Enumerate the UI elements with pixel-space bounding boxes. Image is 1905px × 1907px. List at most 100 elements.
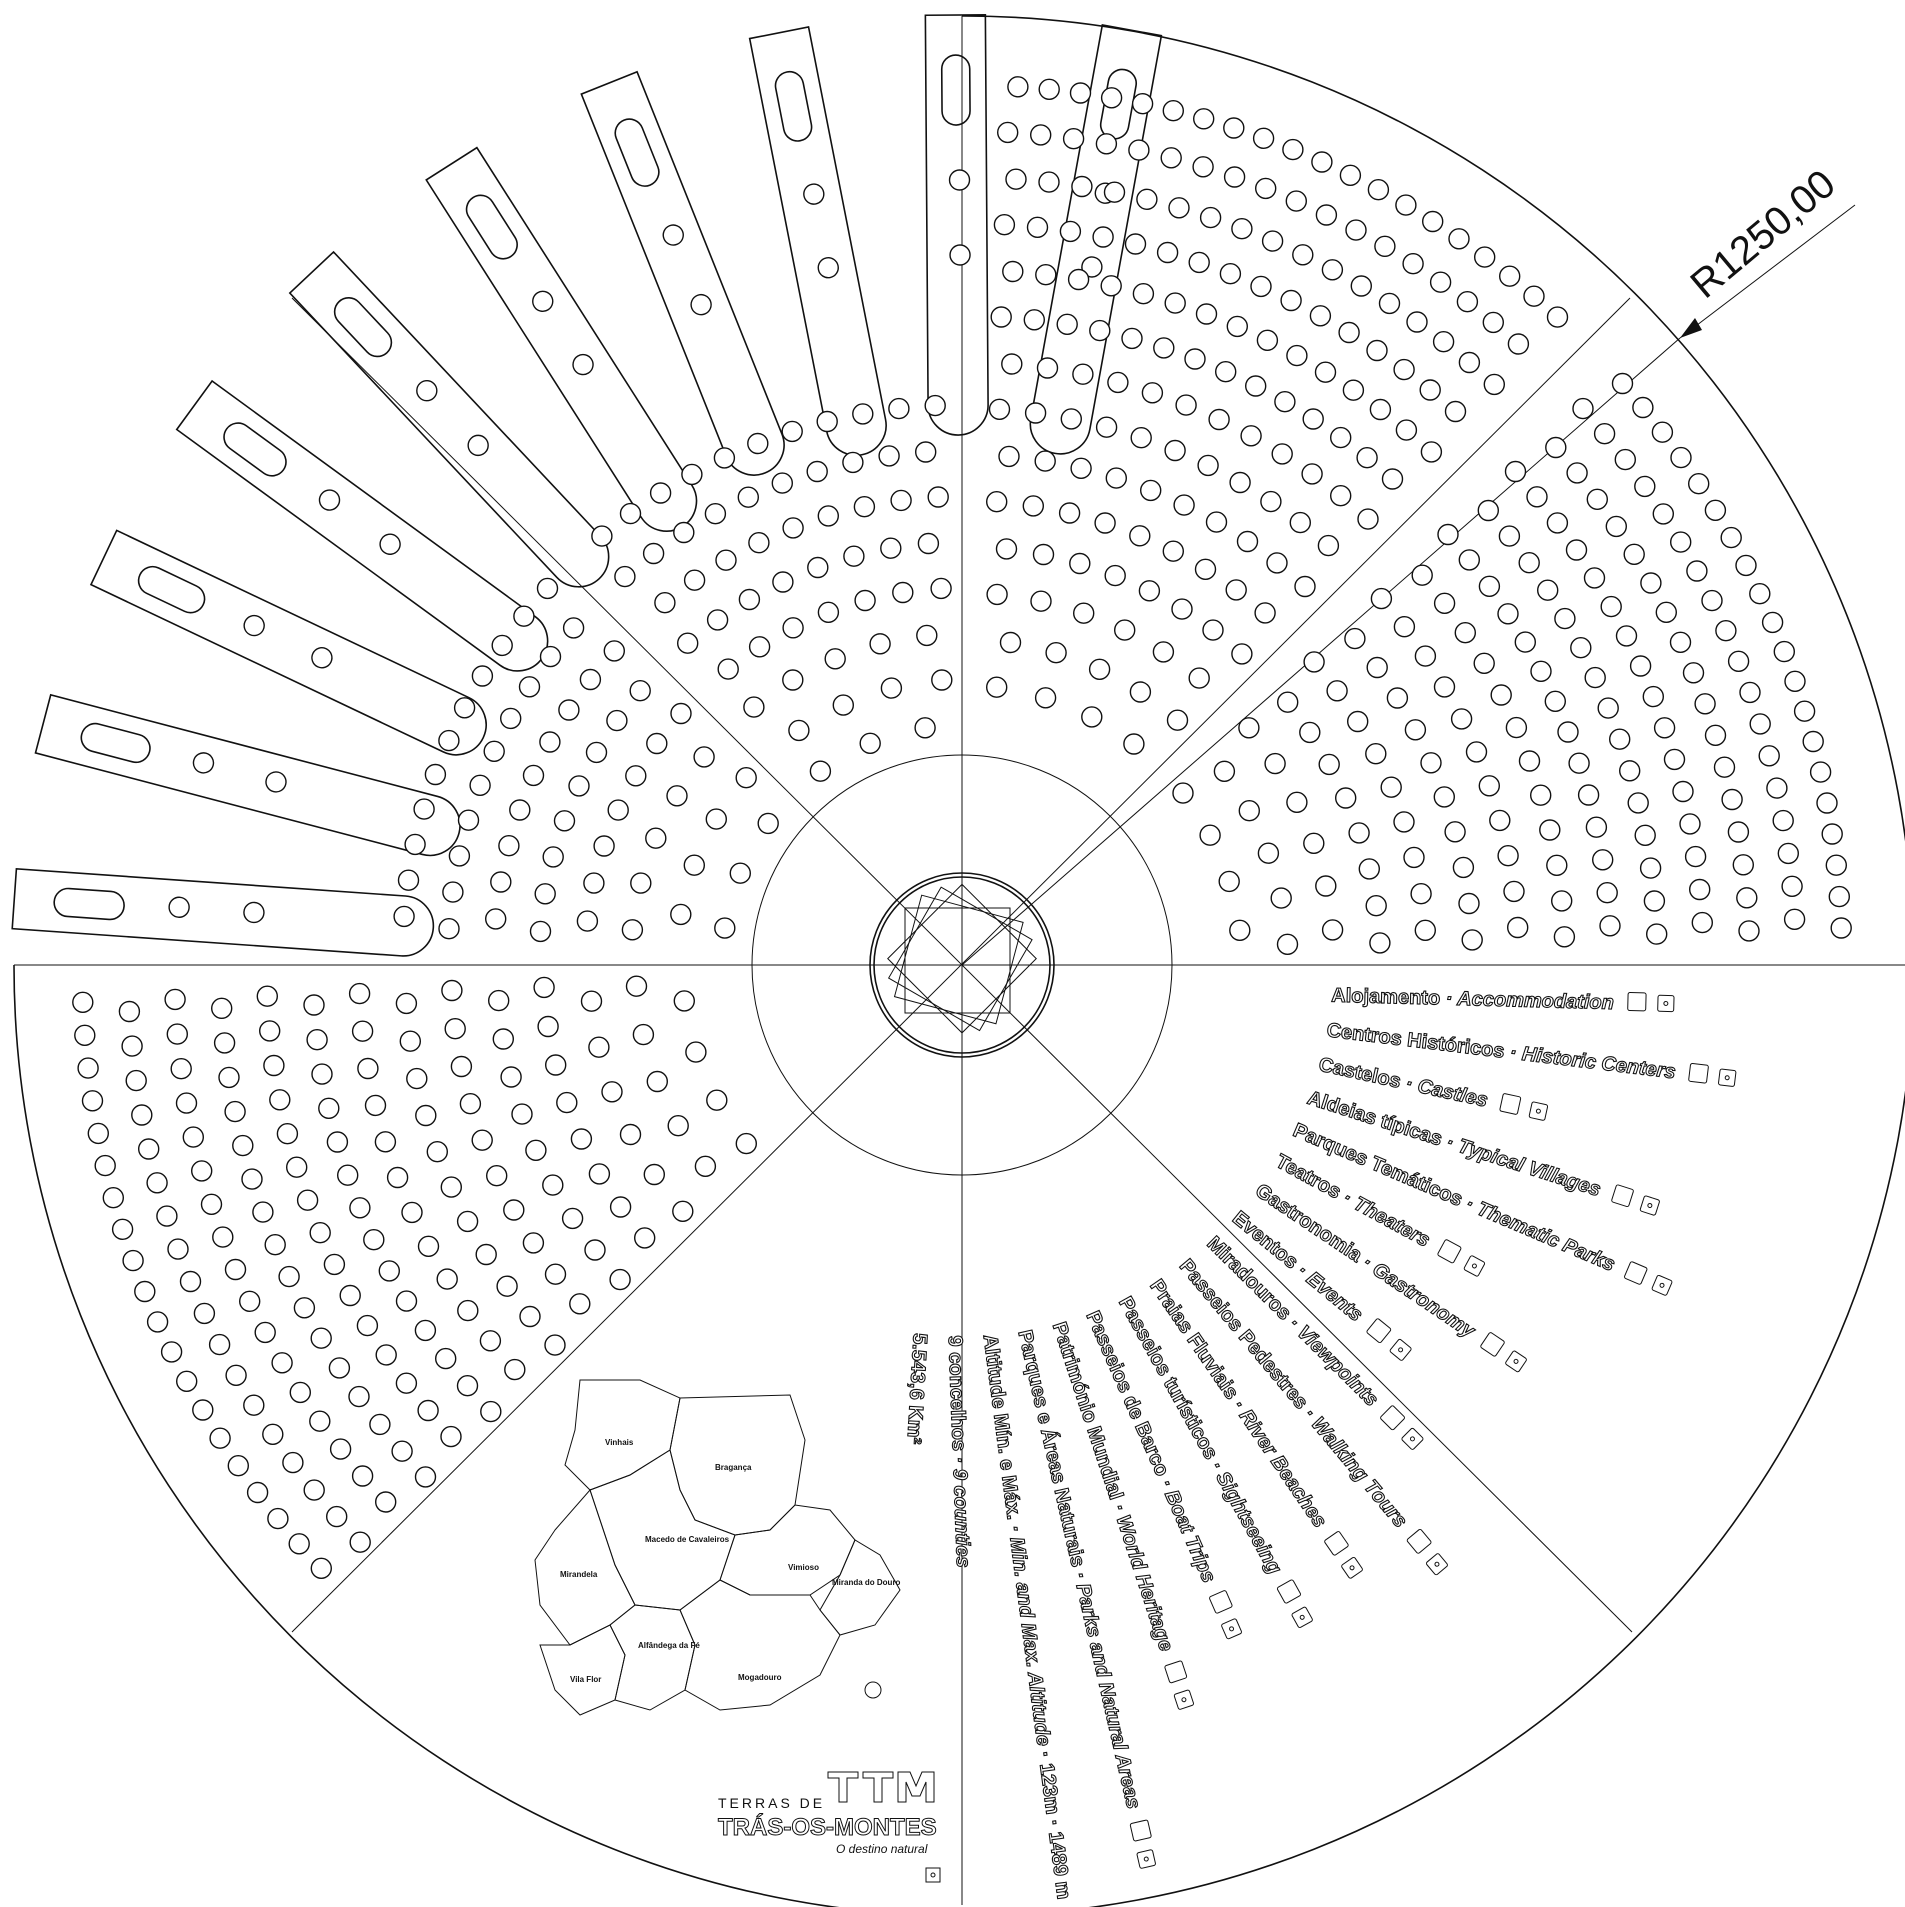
mounting-hole (269, 1089, 291, 1111)
mounting-hole (1092, 226, 1114, 248)
mounting-hole (175, 1092, 198, 1114)
mounting-hole (747, 432, 769, 455)
mounting-hole (492, 1028, 514, 1050)
mounting-hole (693, 746, 715, 768)
logo-mark-icon (827, 1771, 935, 1803)
mounting-hole (1132, 283, 1155, 305)
mounting-hole (1367, 178, 1390, 201)
mounting-hole (1260, 490, 1282, 513)
mounting-hole (210, 997, 233, 1019)
mounting-hole (1123, 733, 1145, 755)
mounting-hole (399, 1030, 421, 1052)
mounting-hole (748, 636, 771, 658)
mounting-hole (1761, 611, 1784, 634)
mounting-hole (1334, 787, 1357, 809)
mounting-hole (122, 1249, 144, 1272)
mounting-hole (1458, 549, 1481, 571)
mounting-hole (1231, 217, 1253, 240)
mounting-hole (441, 979, 463, 1002)
mounting-hole (1749, 583, 1771, 605)
mounting-hole (1168, 197, 1190, 219)
mounting-hole (1226, 315, 1249, 338)
finger (580, 70, 785, 476)
mounting-hole (1022, 495, 1045, 517)
mounting-hole (593, 835, 615, 857)
mounting-hole (1105, 467, 1128, 489)
map-pin-icon (864, 1681, 882, 1699)
mounting-hole (1294, 575, 1316, 598)
mounting-hole (1141, 382, 1164, 404)
map-region-vimioso: Vimioso (788, 1563, 819, 1572)
mounting-hole (1162, 99, 1185, 122)
mounting-hole (1583, 567, 1606, 589)
mounting-hole (1727, 821, 1750, 843)
mounting-hole (1067, 268, 1090, 291)
mounting-hole (348, 982, 371, 1005)
mounting-hole (1070, 457, 1092, 479)
mounting-hole (672, 1200, 694, 1223)
mounting-hole (1411, 564, 1433, 586)
map-region-mirandela: Mirandela (560, 1570, 598, 1579)
mounting-hole (1784, 670, 1806, 692)
mounting-hole (1735, 554, 1757, 577)
mounting-hole (715, 549, 737, 571)
mounting-hole (809, 760, 832, 782)
mounting-hole (111, 1218, 134, 1241)
mounting-hole (282, 1451, 304, 1474)
mounting-hole (303, 1479, 325, 1501)
legend-pt: Centros Históricos (1325, 1019, 1505, 1062)
mounting-hole (670, 702, 692, 725)
mounting-hole (1732, 854, 1755, 876)
mounting-hole (738, 588, 761, 611)
hiker-icon (1406, 1528, 1432, 1554)
legend-label: Alojamento · Accommodation (1331, 985, 1614, 1014)
mounting-hole (134, 1280, 156, 1303)
mounting-hole (1781, 875, 1803, 897)
mounting-hole (471, 665, 494, 687)
mounting-hole (486, 1164, 508, 1187)
mounting-hole (435, 1347, 457, 1370)
mounting-hole (1444, 400, 1467, 423)
mounting-hole (1130, 427, 1152, 449)
mounting-hole (264, 1233, 286, 1256)
mounting-hole (386, 1166, 409, 1189)
mounting-hole (1081, 706, 1103, 728)
mounting-hole (1793, 700, 1816, 722)
mounting-hole (175, 1370, 198, 1393)
mounting-hole (553, 810, 576, 832)
mounting-hole (591, 525, 613, 547)
legend-item: Alojamento · Accommodation (1330, 984, 1675, 1015)
calendar-icon (1366, 1318, 1392, 1344)
mounting-hole (1536, 579, 1559, 601)
mounting-hole (1348, 822, 1370, 844)
mounting-hole (1038, 78, 1060, 101)
finger (1029, 24, 1163, 455)
mounting-hole (1802, 730, 1824, 753)
mounting-hole (357, 1057, 379, 1080)
mounting-hole (404, 833, 426, 856)
mounting-hole (1276, 691, 1299, 713)
mounting-hole (252, 1201, 274, 1223)
mounting-hole (1036, 357, 1059, 379)
mounting-hole (483, 740, 505, 762)
mounting-hole (1458, 892, 1480, 915)
mounting-hole (1069, 552, 1091, 575)
mounting-hole (525, 1139, 547, 1162)
mounting-hole (817, 505, 839, 527)
mounting-hole (1345, 219, 1367, 241)
finger (34, 693, 461, 857)
mounting-hole (296, 1189, 319, 1211)
mounting-hole (1684, 845, 1707, 868)
mounting-hole (146, 1172, 168, 1194)
mounting-hole (1095, 416, 1118, 438)
mounting-hole (426, 1140, 448, 1163)
mounting-hole (1214, 361, 1237, 383)
mounting-hole (606, 709, 628, 732)
mounting-hole (1160, 147, 1182, 169)
mounting-hole (131, 1104, 153, 1126)
mounting-hole (1433, 592, 1456, 614)
mounting-hole (475, 1243, 497, 1266)
mounting-hole (1395, 419, 1418, 441)
mounting-hole (588, 1163, 611, 1185)
mounting-hole (1414, 919, 1437, 941)
